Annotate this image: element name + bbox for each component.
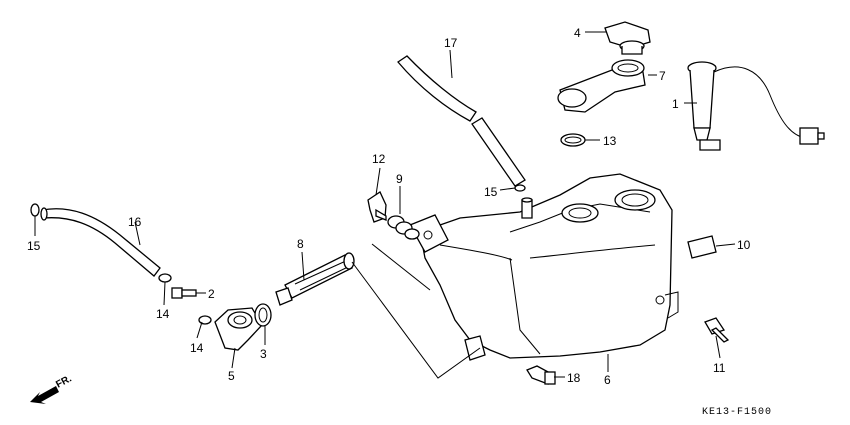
callout-8: 8 <box>297 237 304 251</box>
front-direction-arrow: FR. <box>30 373 74 404</box>
callout-labels: 1 2 3 4 5 6 7 8 9 10 11 12 13 14 14 15 1… <box>27 26 751 387</box>
callout-5: 5 <box>228 369 235 383</box>
callout-13: 13 <box>603 134 617 148</box>
callout-6: 6 <box>604 373 611 387</box>
fuel-filler-cap <box>604 21 651 55</box>
front-label: FR. <box>54 373 74 390</box>
callout-14-upper: 14 <box>156 307 170 321</box>
callout-14-lower: 14 <box>190 341 204 355</box>
callout-17: 17 <box>444 36 458 50</box>
fuel-tube <box>40 207 161 277</box>
flange-bolt <box>704 317 730 343</box>
callout-7: 7 <box>659 69 666 83</box>
callout-3: 3 <box>260 347 267 361</box>
callout-15-tank: 15 <box>484 185 498 199</box>
fuel-gauge-sender-unit <box>687 61 825 151</box>
grommet <box>387 215 420 240</box>
tube-clip <box>30 184 526 217</box>
leader-lines <box>34 31 736 378</box>
callout-9: 9 <box>396 172 403 186</box>
callout-16: 16 <box>128 215 142 229</box>
fuel-strainer <box>275 252 355 306</box>
bolt <box>171 287 197 299</box>
label-sticker <box>687 235 717 259</box>
breather-tube <box>397 55 526 187</box>
callout-10: 10 <box>737 238 751 252</box>
callout-4: 4 <box>574 26 581 40</box>
filler-neck-seal <box>557 59 646 113</box>
callout-11: 11 <box>713 361 726 375</box>
clip <box>254 303 272 327</box>
callout-2: 2 <box>208 287 215 301</box>
callout-15-left: 15 <box>27 239 41 253</box>
diagram-code: KE13-F1500 <box>702 407 772 418</box>
callout-18: 18 <box>567 371 581 385</box>
assembly-lines <box>351 243 481 379</box>
o-ring <box>560 133 586 147</box>
bolt <box>526 365 556 385</box>
plug <box>367 191 387 223</box>
fuel-cock <box>214 307 263 351</box>
callout-1: 1 <box>672 97 679 111</box>
fuel-tank <box>409 173 679 361</box>
callout-12: 12 <box>372 152 386 166</box>
